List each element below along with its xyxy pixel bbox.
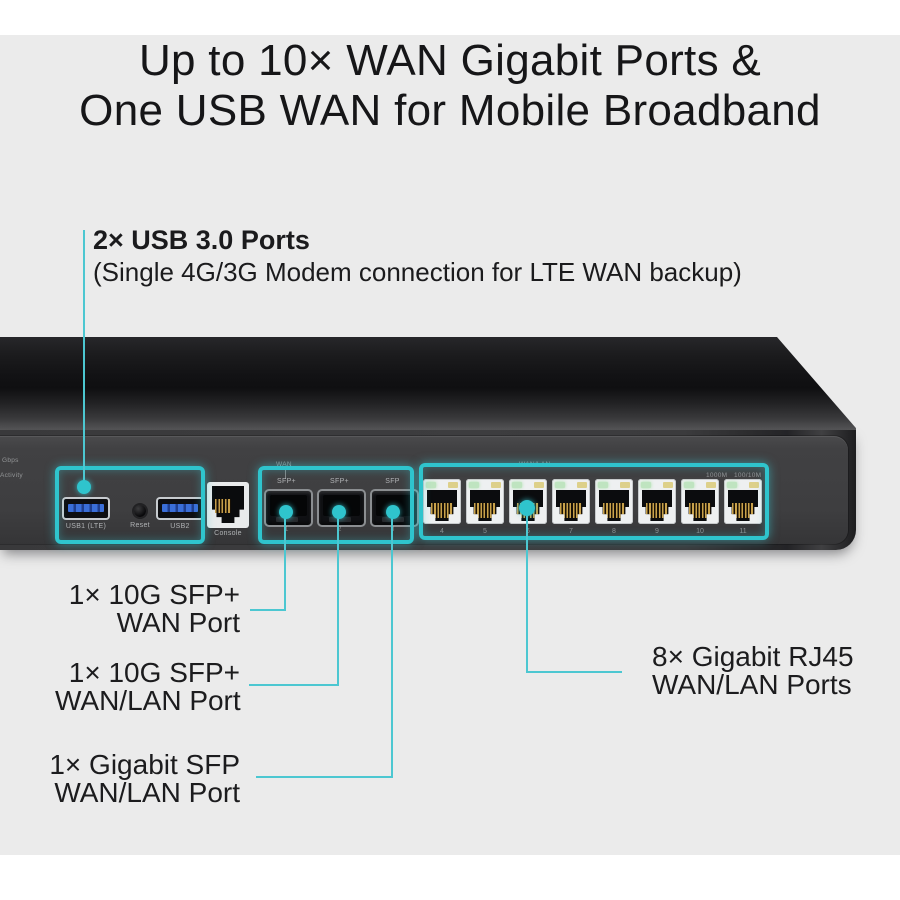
port-number: 11 xyxy=(739,528,747,535)
usb1-label: USB1 (LTE) xyxy=(65,523,107,530)
rj45-port-8 xyxy=(595,479,633,524)
speed-led xyxy=(448,482,458,488)
callout-line: WAN/LAN Ports xyxy=(652,669,852,700)
sfp3-label: SFP xyxy=(385,478,400,485)
rj45-port-9 xyxy=(638,479,676,524)
port-number: 5 xyxy=(483,528,487,535)
sfp3-connector-vline xyxy=(391,512,393,778)
rj45-dot xyxy=(519,500,535,516)
rj45-pins xyxy=(431,503,453,518)
usb1-tongue xyxy=(68,504,104,512)
callout-line: WAN Port xyxy=(116,607,240,638)
rj45-connector-hline xyxy=(526,671,622,673)
title-line-2: One USB WAN for Mobile Broadband xyxy=(79,86,821,135)
usb2-tongue xyxy=(162,504,198,512)
sfp3-connector-hline xyxy=(256,776,393,778)
usb2-port xyxy=(158,499,202,518)
port-number: 9 xyxy=(655,528,659,535)
page-title: Up to 10× WAN Gigabit Ports & One USB WA… xyxy=(0,36,900,136)
speed-led xyxy=(749,482,759,488)
callout-rj45: 8× Gigabit RJ45 WAN/LAN Ports xyxy=(652,643,854,699)
console-label: Console xyxy=(214,530,242,537)
sfp2-tab xyxy=(329,517,351,522)
led-legend-activity: Activity xyxy=(0,472,23,479)
callout-sfp-wan: 1× 10G SFP+ WAN Port xyxy=(60,581,240,637)
link-led xyxy=(598,482,608,488)
sfp2-number: 2 xyxy=(337,526,342,533)
wan-tag: WAN xyxy=(276,461,292,468)
speed-led xyxy=(706,482,716,488)
console-pins xyxy=(215,499,231,513)
speed-led xyxy=(620,482,630,488)
rj45-connector-vline xyxy=(526,508,528,673)
link-led xyxy=(727,482,737,488)
sfp1-dot xyxy=(279,505,293,519)
callout-sfp-gigabit: 1× Gigabit SFP WAN/LAN Port xyxy=(40,751,240,807)
sfp1-tab xyxy=(276,517,298,522)
callout-line: 1× Gigabit SFP xyxy=(49,749,240,780)
rj45-highlight-box xyxy=(419,463,769,540)
rj45-port-5 xyxy=(466,479,504,524)
port-number: 10 xyxy=(696,528,704,535)
rj45-jack xyxy=(556,490,586,521)
sfp2-label: SFP+ xyxy=(330,478,349,485)
speed-led xyxy=(491,482,501,488)
rj45-port-11 xyxy=(724,479,762,524)
port-number: 4 xyxy=(440,528,444,535)
sfp-highlight-box xyxy=(258,466,414,544)
port-number: 8 xyxy=(612,528,616,535)
speed-led xyxy=(663,482,673,488)
title-line-1: Up to 10× WAN Gigabit Ports & xyxy=(138,36,762,85)
callout-line: WAN/LAN Port xyxy=(55,685,241,716)
usb2-label: USB2 xyxy=(170,523,190,530)
callout-line: 8× Gigabit RJ45 xyxy=(652,641,854,672)
callout-line: 1× 10G SFP+ xyxy=(68,657,240,688)
usb1-port xyxy=(64,499,108,518)
rj45-pins xyxy=(732,503,754,518)
sfp2-connector-hline xyxy=(249,684,339,686)
speed-led xyxy=(534,482,544,488)
device-top-face xyxy=(0,337,856,430)
link-led xyxy=(512,482,522,488)
usb-callout-heading: 2× USB 3.0 Ports xyxy=(93,225,310,255)
sfp3-dot xyxy=(386,505,400,519)
callout-line: 1× 10G SFP+ xyxy=(68,579,240,610)
rj45-pins xyxy=(474,503,496,518)
reset-button xyxy=(134,505,146,517)
port-number: 7 xyxy=(569,528,573,535)
sfp3-tab xyxy=(382,517,404,522)
callout-sfp-wanlan: 1× 10G SFP+ WAN/LAN Port xyxy=(55,657,241,716)
wan-tag-tick xyxy=(285,470,286,479)
rj45-pins xyxy=(646,503,668,518)
link-led xyxy=(555,482,565,488)
speed-label-100-10m: 100/10M xyxy=(734,472,762,479)
rj45-port-10 xyxy=(681,479,719,524)
rj45-port-4 xyxy=(423,479,461,524)
speed-label-1000m: 1000M xyxy=(706,472,728,479)
console-port xyxy=(207,482,249,528)
link-led xyxy=(469,482,479,488)
reset-label: Reset xyxy=(130,522,150,529)
sfp1-connector-vline xyxy=(284,512,286,611)
usb-callout-subheading: (Single 4G/3G Modem connection for LTE W… xyxy=(93,257,742,287)
callout-line: WAN/LAN Port xyxy=(54,777,240,808)
sfp2-connector-vline xyxy=(337,512,339,686)
rj45-pins xyxy=(603,503,625,518)
led-legend-gbps: Gbps xyxy=(2,457,19,464)
usb-highlight-box xyxy=(55,466,205,544)
rj45-pins xyxy=(560,503,582,518)
rj45-port-7 xyxy=(552,479,590,524)
speed-led xyxy=(577,482,587,488)
sfp1-label: SFP+ xyxy=(277,478,296,485)
sfp1-connector-hline xyxy=(250,609,286,611)
rj45-pins xyxy=(689,503,711,518)
link-led xyxy=(641,482,651,488)
port-number: 6 xyxy=(526,528,530,535)
sfp1-number: 1 xyxy=(284,526,289,533)
link-led xyxy=(426,482,436,488)
sfp2-dot xyxy=(332,505,346,519)
usb-dot xyxy=(77,480,91,494)
link-led xyxy=(684,482,694,488)
usb-connector-line xyxy=(83,230,85,487)
